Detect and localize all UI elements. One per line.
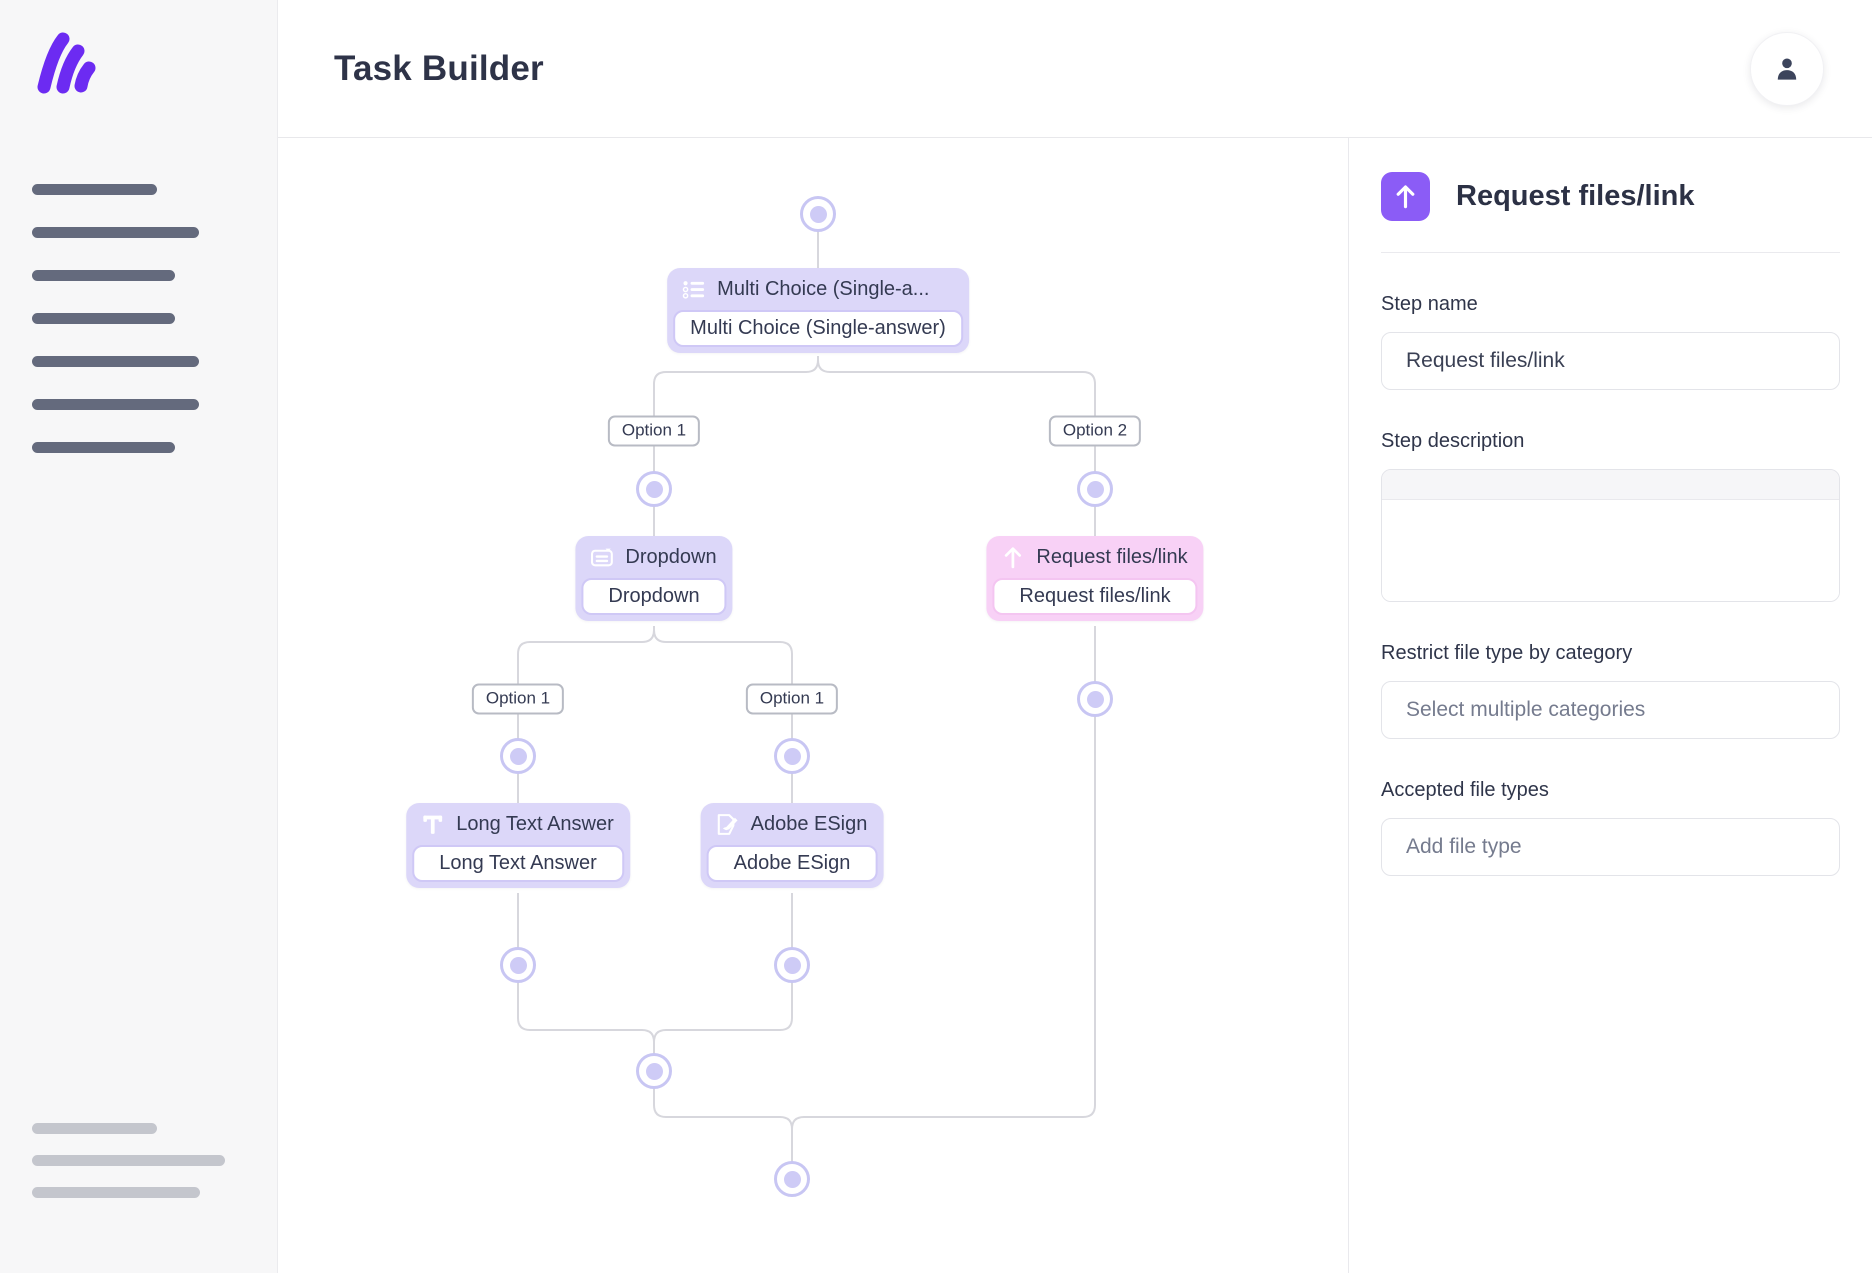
node-body-label: Long Text Answer <box>412 845 624 882</box>
connector-dot[interactable] <box>636 471 672 507</box>
branch-label-option-1b[interactable]: Option 1 <box>472 684 564 715</box>
user-icon <box>1770 52 1804 86</box>
connector-dot[interactable] <box>500 947 536 983</box>
connector-dot[interactable] <box>774 738 810 774</box>
step-type-icon-badge <box>1381 172 1430 221</box>
sidebar <box>0 0 278 1273</box>
skeleton-bar <box>32 184 157 195</box>
avatar-button[interactable] <box>1750 32 1824 106</box>
file-type-input[interactable] <box>1381 818 1840 876</box>
category-select-input[interactable] <box>1381 681 1840 739</box>
step-name-input[interactable] <box>1381 332 1840 390</box>
connector-dot[interactable] <box>1077 681 1113 717</box>
step-description-input[interactable] <box>1382 500 1839 601</box>
skeleton-bar <box>32 313 175 324</box>
skeleton-bar <box>32 1123 157 1134</box>
text-icon <box>420 812 445 837</box>
flow-node-dropdown[interactable]: Dropdown Dropdown <box>575 536 732 621</box>
flow-node-request-files[interactable]: Request files/link Request files/link <box>986 536 1203 621</box>
esign-icon <box>715 812 740 837</box>
connector-dot-start[interactable] <box>800 196 836 232</box>
node-header-label: Long Text Answer <box>456 813 614 836</box>
node-body-label: Request files/link <box>992 578 1197 615</box>
skeleton-bar <box>32 442 175 453</box>
connector-dot-merge[interactable] <box>636 1053 672 1089</box>
app-logo-icon <box>35 30 101 94</box>
divider <box>1381 252 1840 253</box>
branch-label-option-1[interactable]: Option 1 <box>608 416 700 447</box>
node-header-label: Multi Choice (Single-a... <box>717 278 929 301</box>
flow-canvas[interactable]: Multi Choice (Single-a... Multi Choice (… <box>278 138 1348 1273</box>
top-bar: Task Builder <box>278 0 1872 138</box>
skeleton-bar <box>32 270 175 281</box>
skeleton-bar <box>32 356 199 367</box>
upload-icon <box>1392 183 1419 210</box>
upload-icon <box>1000 545 1025 570</box>
panel-title: Request files/link <box>1456 180 1695 213</box>
node-body-label: Dropdown <box>581 578 726 615</box>
skeleton-bar <box>32 399 199 410</box>
connector-dot[interactable] <box>500 738 536 774</box>
node-header-label: Request files/link <box>1036 546 1187 569</box>
connector-dot[interactable] <box>1077 471 1113 507</box>
step-description-label: Step description <box>1381 430 1840 453</box>
step-settings-panel: Request files/link Step name Step descri… <box>1348 138 1872 1273</box>
skeleton-bar <box>32 1187 200 1198</box>
node-header-label: Adobe ESign <box>751 813 868 836</box>
connector-dot[interactable] <box>774 947 810 983</box>
list-icon <box>681 277 706 302</box>
skeleton-bar <box>32 1155 225 1166</box>
page-title: Task Builder <box>334 49 544 89</box>
node-header-label: Dropdown <box>625 546 716 569</box>
branch-label-option-2[interactable]: Option 2 <box>1049 416 1141 447</box>
editor-toolbar[interactable] <box>1382 470 1839 500</box>
flow-node-adobe-esign[interactable]: Adobe ESign Adobe ESign <box>701 803 884 888</box>
step-description-editor <box>1381 469 1840 602</box>
accepted-file-types-label: Accepted file types <box>1381 779 1840 802</box>
skeleton-bar <box>32 227 199 238</box>
branch-label-option-1c[interactable]: Option 1 <box>746 684 838 715</box>
flow-node-multi-choice[interactable]: Multi Choice (Single-a... Multi Choice (… <box>667 268 969 353</box>
node-body-label: Adobe ESign <box>707 845 878 882</box>
step-name-label: Step name <box>1381 293 1840 316</box>
flow-node-long-text[interactable]: Long Text Answer Long Text Answer <box>406 803 630 888</box>
node-body-label: Multi Choice (Single-answer) <box>673 310 963 347</box>
connector-dot-end[interactable] <box>774 1161 810 1197</box>
restrict-category-label: Restrict file type by category <box>1381 642 1840 665</box>
dropdown-icon <box>589 545 614 570</box>
